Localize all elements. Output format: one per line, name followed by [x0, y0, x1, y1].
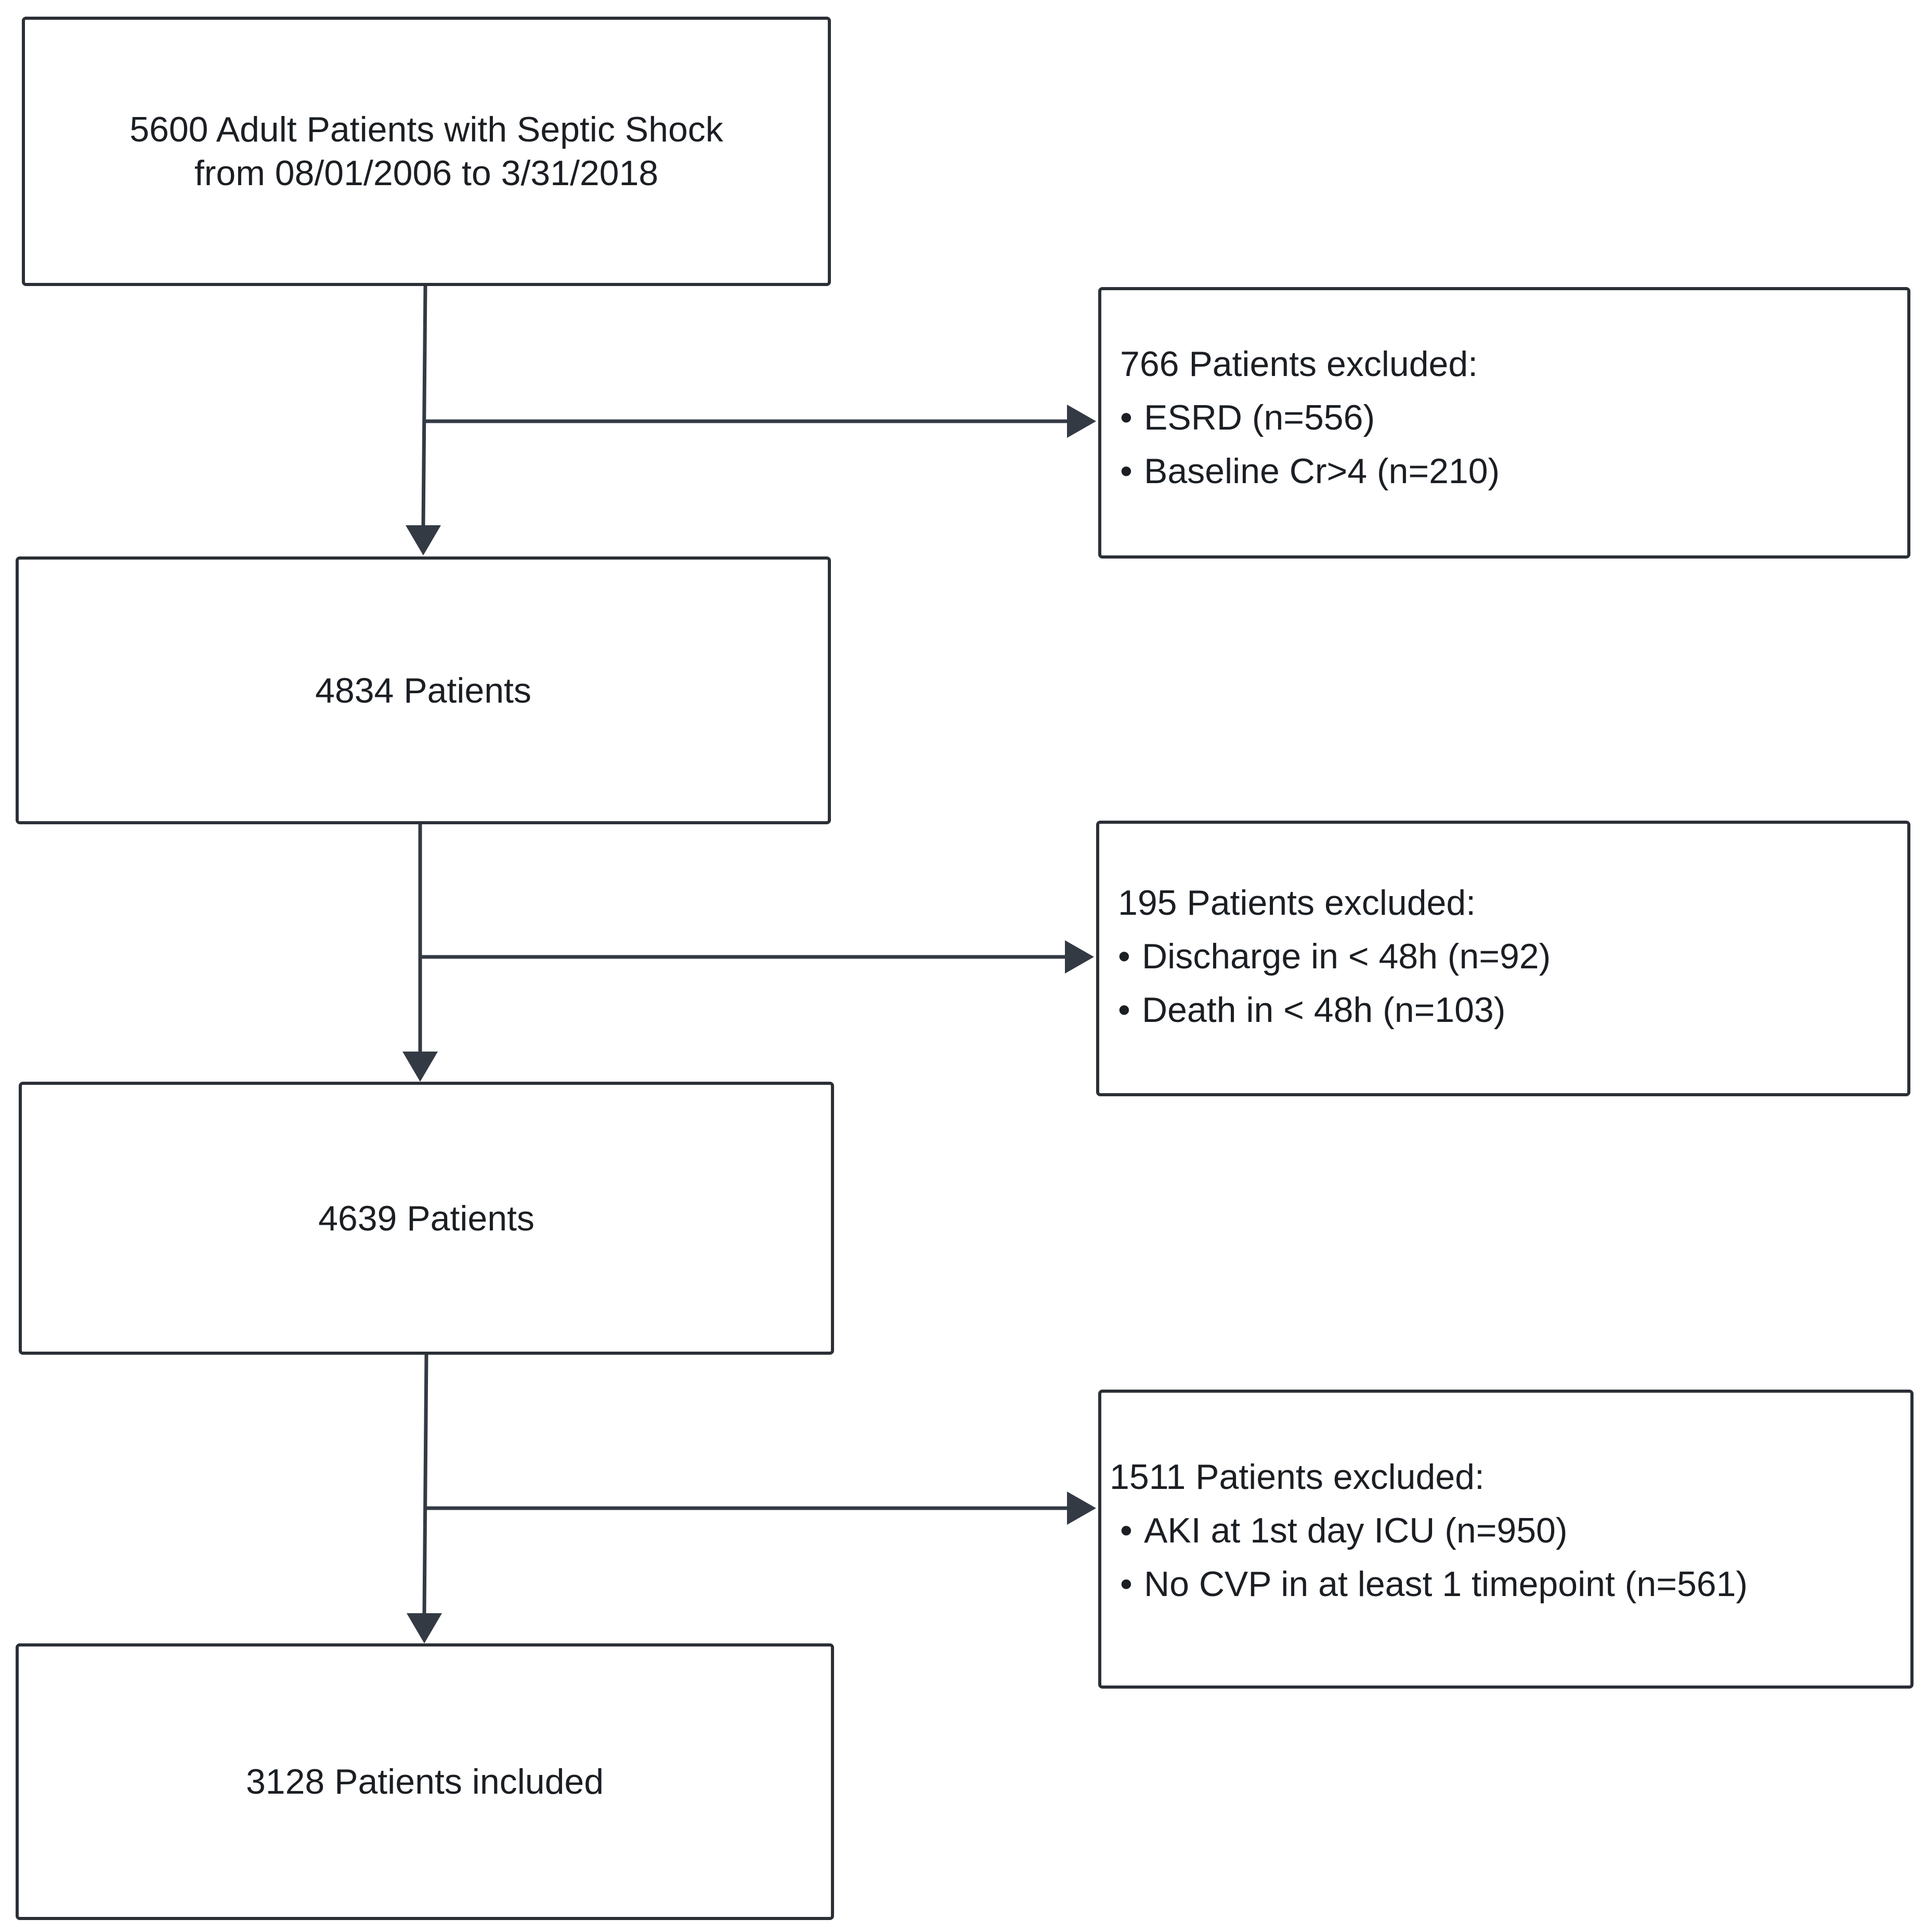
step-box-final-included: 3128 Patients included	[16, 1643, 834, 1920]
arrowhead-step1-to-step2	[406, 525, 441, 555]
exclusion-item-text: ESRD (n=556)	[1144, 398, 1375, 437]
step-box-text: 4834 Patients	[315, 670, 531, 710]
exclusion-item: • AKI at 1st day ICU (n=950)	[1110, 1509, 1910, 1552]
step-box-after-exclusion2: 4639 Patients	[19, 1082, 834, 1355]
bullet-icon: •	[1120, 451, 1133, 491]
arrow-step3-to-step4	[422, 1354, 428, 1614]
exclusion-item: • ESRD (n=556)	[1120, 396, 1907, 439]
exclusion-item-text: No CVP in at least 1 timepoint (n=561)	[1144, 1564, 1748, 1604]
exclusion-title: 766 Patients excluded:	[1120, 344, 1478, 384]
step-box-text: 4639 Patients	[318, 1198, 535, 1238]
exclusion-item: • Death in < 48h (n=103)	[1118, 988, 1907, 1032]
exclusion-item-text: Baseline Cr>4 (n=210)	[1144, 451, 1500, 491]
exclusion-item: • No CVP in at least 1 timepoint (n=561)	[1110, 1562, 1910, 1606]
exclusion-box-1: 766 Patients excluded: • ESRD (n=556) • Ba…	[1098, 287, 1910, 559]
exclusion-item: • Baseline Cr>4 (n=210)	[1120, 449, 1907, 493]
exclusion-box-3: 1511 Patients excluded: • AKI at 1st day …	[1098, 1390, 1914, 1689]
step-box-initial-cohort: 5600 Adult Patients with Septic Shock fr…	[22, 17, 831, 286]
exclusion-title: 1511 Patients excluded:	[1110, 1457, 1485, 1497]
step-box-text: 3128 Patients included	[245, 1762, 604, 1801]
exclusion-item-text: AKI at 1st day ICU (n=950)	[1144, 1511, 1568, 1550]
exclusion-box-2: 195 Patients excluded: • Discharge in < 4…	[1096, 821, 1910, 1096]
exclusion-item-text: Death in < 48h (n=103)	[1142, 990, 1506, 1030]
exclusion-title: 195 Patients excluded:	[1118, 883, 1476, 923]
step-box-text: from 08/01/2006 to 3/31/2018	[194, 153, 659, 193]
bullet-icon: •	[1120, 1564, 1133, 1604]
bullet-icon: •	[1118, 937, 1130, 976]
arrowhead-branch-exclusion3	[1067, 1492, 1096, 1525]
step-box-after-exclusion1: 4834 Patients	[16, 556, 831, 824]
arrowhead-step3-to-step4	[407, 1613, 442, 1643]
exclusion-item-text: Discharge in < 48h (n=92)	[1142, 937, 1551, 976]
bullet-icon: •	[1120, 1511, 1133, 1550]
bullet-icon: •	[1118, 990, 1130, 1030]
arrow-step1-to-step2	[421, 286, 427, 526]
arrowhead-branch-exclusion2	[1065, 940, 1094, 974]
step-box-text: 5600 Adult Patients with Septic Shock	[129, 110, 723, 149]
arrowhead-branch-exclusion1	[1067, 405, 1096, 438]
exclusion-item: • Discharge in < 48h (n=92)	[1118, 935, 1907, 978]
arrowhead-step2-to-step3	[402, 1052, 438, 1082]
bullet-icon: •	[1120, 398, 1133, 437]
